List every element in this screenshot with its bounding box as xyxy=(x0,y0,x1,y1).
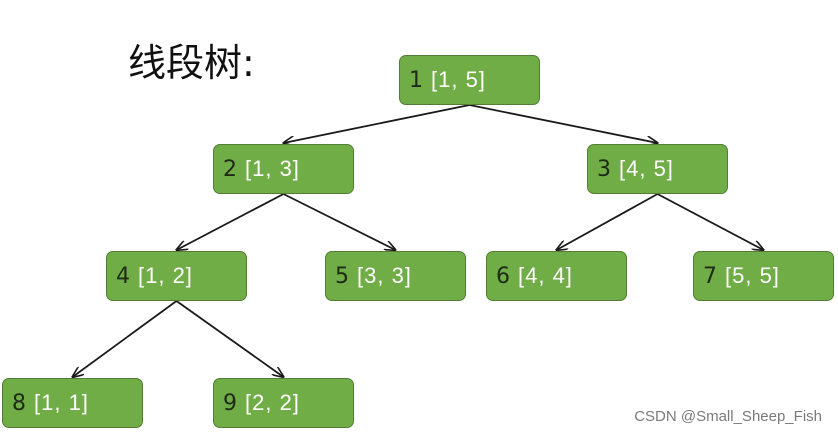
watermark: CSDN @Small_Sheep_Fish xyxy=(634,408,822,425)
node-id: 3 xyxy=(597,156,611,182)
tree-node-9: 9 [2, 2] xyxy=(213,378,354,428)
node-id: 5 xyxy=(335,263,349,289)
node-id: 9 xyxy=(223,390,237,416)
node-id: 4 xyxy=(116,263,130,289)
node-range: [4, 5] xyxy=(619,156,674,181)
node-range: [1, 3] xyxy=(245,156,300,181)
edge-4-to-9 xyxy=(175,300,284,377)
node-range: [3, 3] xyxy=(357,263,412,288)
tree-node-2: 2 [1, 3] xyxy=(213,144,354,194)
edge-1-to-2 xyxy=(284,104,470,143)
tree-node-7: 7 [5, 5] xyxy=(693,251,834,301)
node-range: [1, 2] xyxy=(138,263,193,288)
node-id: 8 xyxy=(12,390,26,416)
node-range: [2, 2] xyxy=(245,390,300,415)
node-id: 2 xyxy=(223,156,237,182)
diagram-title: 线段树: xyxy=(128,41,255,85)
edge-2-to-5 xyxy=(283,193,396,250)
edge-3-to-6 xyxy=(557,193,658,250)
node-id: 1 xyxy=(409,67,423,93)
node-range: [1, 5] xyxy=(431,67,486,92)
edge-4-to-8 xyxy=(73,300,178,377)
node-id: 7 xyxy=(703,263,717,289)
edge-3-to-7 xyxy=(657,193,764,250)
tree-node-3: 3 [4, 5] xyxy=(587,144,728,194)
tree-node-4: 4 [1, 2] xyxy=(106,251,247,301)
edge-2-to-4 xyxy=(177,193,284,250)
edge-1-to-3 xyxy=(469,104,658,143)
tree-node-5: 5 [3, 3] xyxy=(325,251,466,301)
tree-node-1: 1 [1, 5] xyxy=(399,55,540,105)
node-id: 6 xyxy=(496,263,510,289)
node-range: [4, 4] xyxy=(518,263,573,288)
node-range: [5, 5] xyxy=(725,263,780,288)
node-range: [1, 1] xyxy=(34,390,89,415)
tree-node-8: 8 [1, 1] xyxy=(2,378,143,428)
tree-node-6: 6 [4, 4] xyxy=(486,251,627,301)
